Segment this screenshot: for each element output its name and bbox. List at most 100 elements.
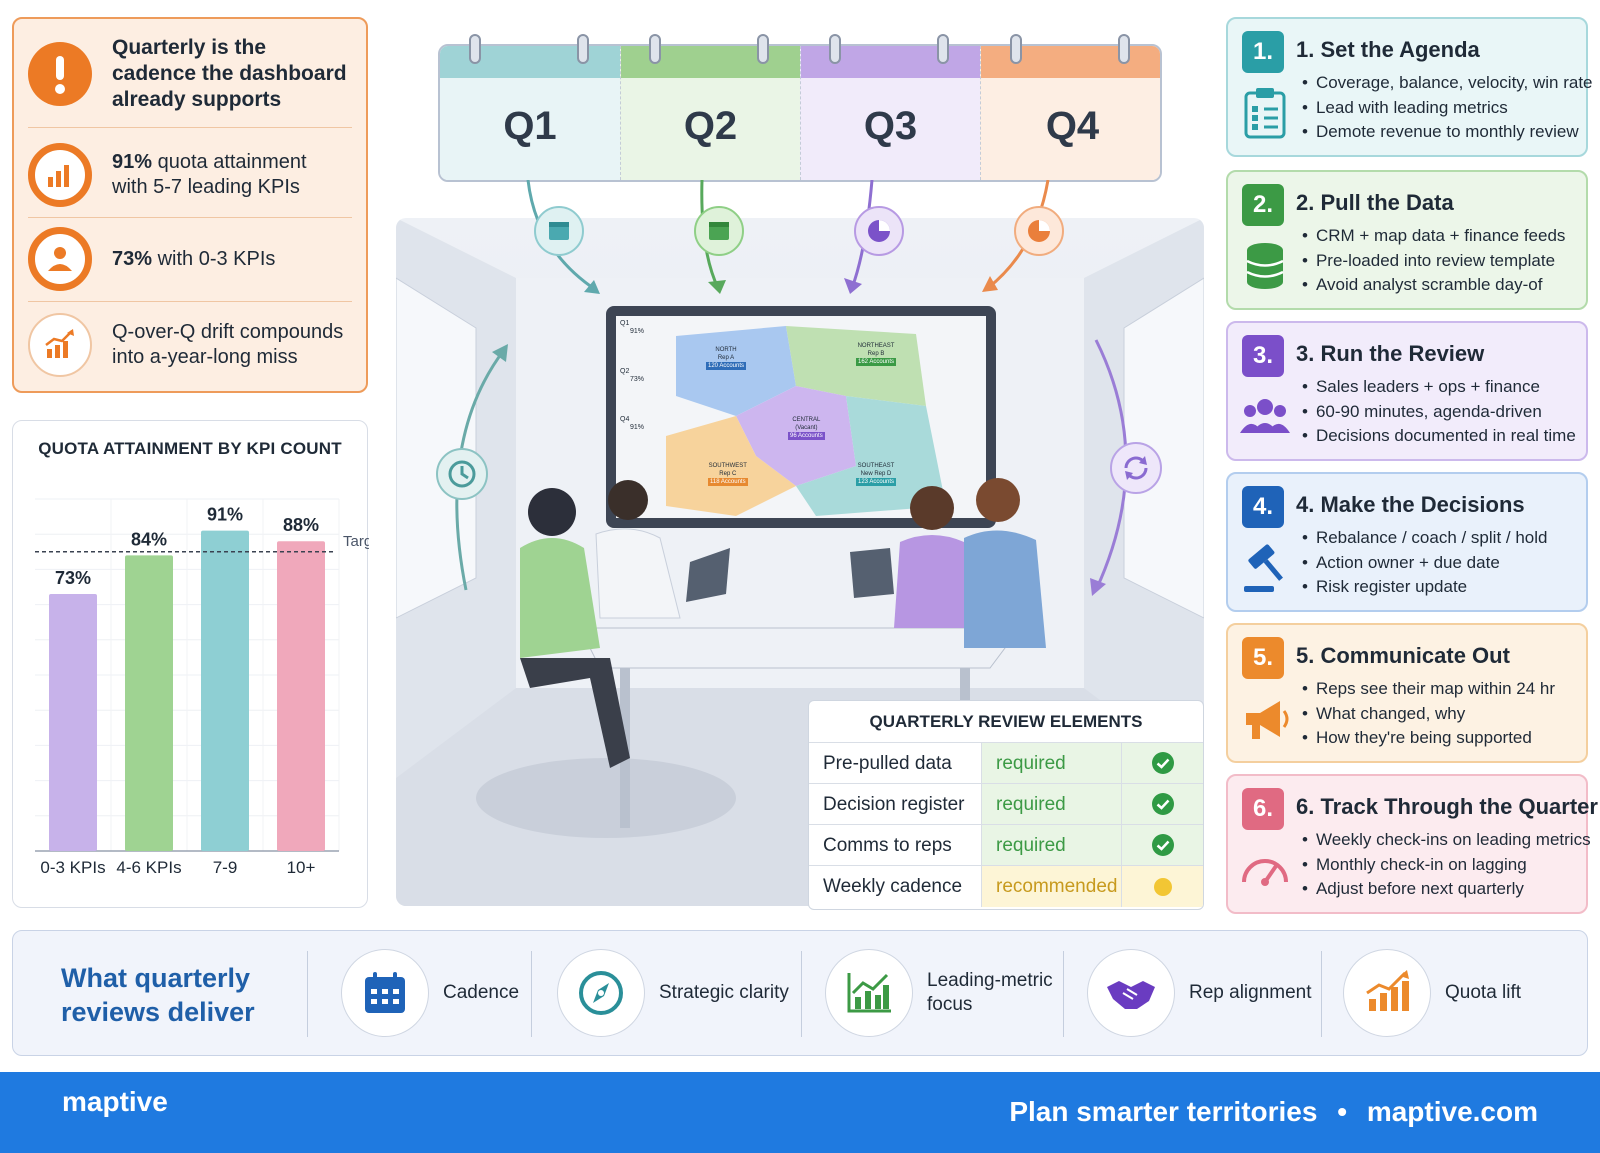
dot-icon	[1121, 866, 1203, 907]
callout-stat-3: Q-over-Q drift compounds into a-year-lon…	[112, 321, 344, 368]
benefit-cadence: Cadence	[341, 949, 519, 1037]
binder-ring	[937, 34, 949, 64]
bar-chart-icon	[28, 143, 92, 207]
chart-title: QUOTA ATTAINMENT BY KPI COUNT	[38, 439, 342, 458]
target-label: Target	[343, 533, 369, 550]
quarter-label: Q2	[683, 104, 738, 148]
benefit-label: Leading-metric focus	[927, 970, 1053, 1015]
region-label-central: CENTRAL(Vacant)96 Accounts	[788, 417, 825, 440]
benefit-label: Rep alignment	[1189, 982, 1312, 1003]
step-title: 5. Communicate Out	[1296, 643, 1510, 668]
step-bullet: Reps see their map within 24 hr	[1302, 677, 1555, 702]
gauge-icon	[1238, 842, 1292, 898]
benefits-bar: What quarterly reviews deliver Cadence S…	[12, 930, 1588, 1056]
bar	[49, 594, 97, 851]
alert-icon	[28, 42, 92, 106]
bar-trend-icon	[1343, 949, 1431, 1037]
divider	[801, 951, 802, 1037]
key-stats-callout: Quarterly is the cadence the dashboard a…	[12, 17, 368, 393]
quarter-q4: Q4	[980, 46, 1160, 180]
divider	[28, 127, 352, 128]
quarter-q2: Q2	[620, 46, 800, 180]
bar	[201, 530, 249, 851]
history-icon	[436, 448, 488, 500]
benefit-leading-metric-focus: Leading-metric focus	[825, 949, 1057, 1037]
step-number-badge: 6.	[1242, 788, 1284, 830]
divider	[531, 951, 532, 1037]
step-bullets: Reps see their map within 24 hrWhat chan…	[1302, 677, 1555, 751]
calendar-icon	[694, 206, 744, 256]
callout-stat-2: 73% with 0-3 KPIs	[112, 247, 276, 270]
divider	[1063, 951, 1064, 1037]
step-bullet: CRM + map data + finance feeds	[1302, 224, 1565, 249]
category-label: 0-3 KPIs	[40, 858, 105, 877]
divider	[307, 951, 308, 1037]
quarter-q3: Q3	[800, 46, 980, 180]
element-name: Comms to reps	[823, 835, 952, 856]
step-bullets: CRM + map data + finance feedsPre-loaded…	[1302, 224, 1565, 298]
step-bullet: Rebalance / coach / split / hold	[1302, 526, 1548, 551]
bar-value-label: 91%	[207, 505, 243, 525]
step-bullet: Avoid analyst scramble day-of	[1302, 273, 1565, 298]
category-label: 4-6 KPIs	[116, 858, 181, 877]
table-row: Comms to reps required	[809, 825, 1203, 866]
binder-ring	[577, 34, 589, 64]
step-card-2: 2.2. Pull the DataCRM + map data + finan…	[1226, 170, 1588, 310]
handshake-icon	[1087, 949, 1175, 1037]
step-bullet: Weekly check-ins on leading metrics	[1302, 828, 1591, 853]
review-elements-table: QUARTERLY REVIEW ELEMENTS Pre-pulled dat…	[808, 700, 1204, 910]
step-card-3: 3.3. Run the ReviewSales leaders + ops +…	[1226, 321, 1588, 461]
callout-stat-row: 73% with 0-3 KPIs	[28, 227, 352, 291]
pie-chart-icon	[1014, 206, 1064, 256]
maptive-logo[interactable]: maptive	[62, 1086, 168, 1117]
binder-ring	[469, 34, 481, 64]
step-bullet: Sales leaders + ops + finance	[1302, 375, 1576, 400]
step-bullet: 60-90 minutes, agenda-driven	[1302, 400, 1576, 425]
binder-ring	[1118, 34, 1130, 64]
growth-chart-icon	[825, 949, 913, 1037]
binder-ring	[757, 34, 769, 64]
callout-headline-row: Quarterly is the cadence the dashboard a…	[28, 35, 352, 113]
database-icon	[1238, 238, 1292, 294]
bar	[277, 541, 325, 851]
quarter-mini-panel: Q1 91% Q2 73% Q4 91%	[620, 320, 645, 431]
step-bullet: Demote revenue to monthly review	[1302, 120, 1593, 145]
element-status: required	[981, 825, 1121, 865]
calendar-icon	[534, 206, 584, 256]
pie-chart-icon	[854, 206, 904, 256]
quarter-label: Q3	[863, 104, 918, 148]
category-label: 10+	[287, 858, 316, 877]
binder-ring	[649, 34, 661, 64]
callout-stat-row: 91% quota attainment with 5-7 leading KP…	[28, 143, 352, 207]
table-row: Pre-pulled data required	[809, 743, 1203, 784]
benefit-label: Strategic clarity	[659, 982, 789, 1003]
gavel-icon	[1238, 540, 1292, 596]
step-bullet: Risk register update	[1302, 575, 1547, 600]
step-bullets: Rebalance / coach / split / holdAction o…	[1302, 526, 1548, 600]
divider	[1321, 951, 1322, 1037]
step-card-4: 4.4. Make the DecisionsRebalance / coach…	[1226, 472, 1588, 612]
step-number-badge: 2.	[1242, 184, 1284, 226]
element-status: recommended	[981, 866, 1121, 907]
quarter-q1: Q1	[440, 46, 620, 180]
website-link[interactable]: maptive.com	[1366, 1096, 1538, 1127]
step-bullet: What changed, why	[1302, 702, 1555, 727]
calendar-grid-icon	[341, 949, 429, 1037]
step-card-6: 6.6. Track Through the QuarterWeekly che…	[1226, 774, 1598, 914]
step-bullet: Action owner + due date	[1302, 551, 1547, 576]
table-row: Weekly cadence recommended	[809, 866, 1203, 907]
check-icon	[1121, 825, 1203, 865]
step-number-badge: 1.	[1242, 31, 1284, 73]
callout-stat-1: 91% quota attainment with 5-7 leading KP…	[112, 151, 307, 198]
quarter-label: Q4	[1045, 104, 1100, 148]
refresh-icon	[1110, 442, 1162, 494]
step-bullets: Weekly check-ins on leading metricsMonth…	[1302, 828, 1591, 902]
element-status: required	[981, 743, 1121, 783]
category-label: 7-9	[213, 858, 238, 877]
step-bullet: Lead with leading metrics	[1302, 96, 1593, 121]
step-card-5: 5.5. Communicate OutReps see their map w…	[1226, 623, 1588, 763]
megaphone-icon	[1238, 691, 1292, 747]
step-title: 1. Set the Agenda	[1296, 37, 1480, 62]
